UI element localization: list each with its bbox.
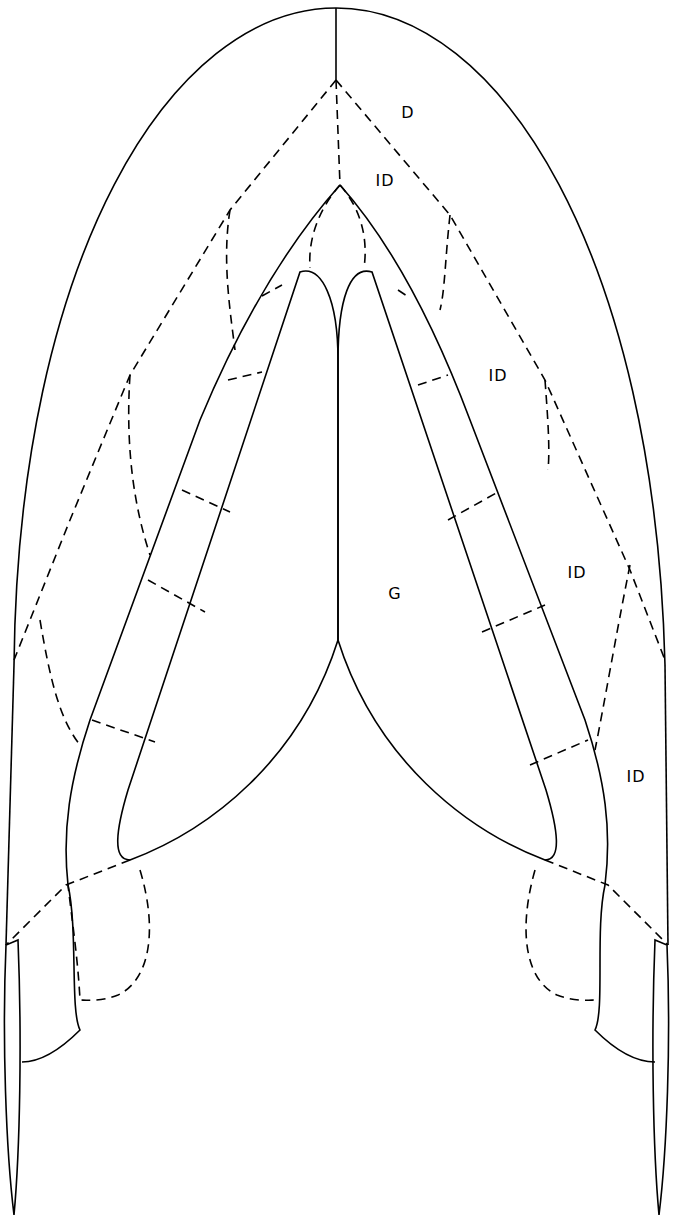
plate-label: ID bbox=[626, 767, 645, 786]
plate-label: D bbox=[401, 103, 414, 122]
plate-label: ID bbox=[375, 171, 394, 190]
plate-label: G bbox=[388, 584, 401, 603]
plate-label: ID bbox=[567, 563, 586, 582]
plate-label: ID bbox=[488, 366, 507, 385]
